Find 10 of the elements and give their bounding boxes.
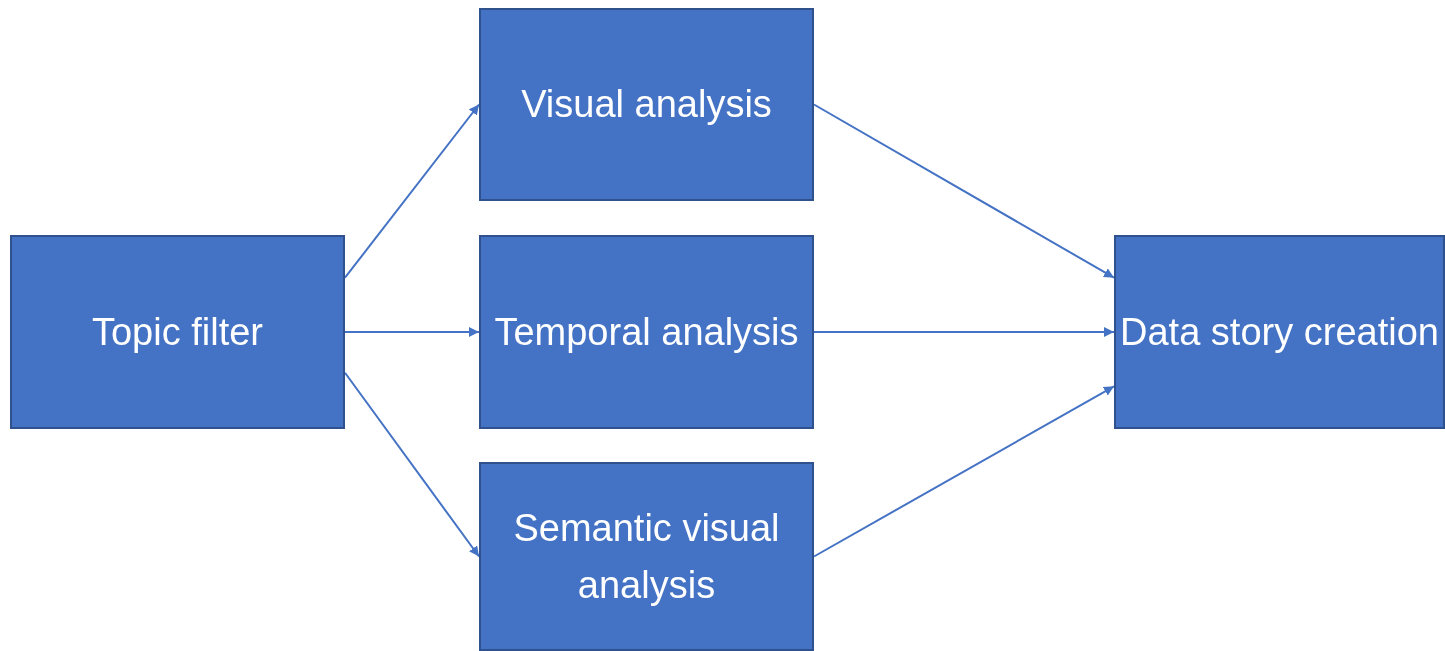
box-label: Semantic visual analysis <box>512 505 781 608</box>
process-box <box>10 235 345 429</box>
process-box <box>1114 235 1445 429</box>
box-label: Topic filter <box>91 309 264 355</box>
process-box <box>479 235 814 429</box>
box-label: Temporal analysis <box>494 309 799 355</box>
box-label: Data story creation <box>1120 309 1439 355</box>
process-box <box>479 8 814 201</box>
box-label: Visual analysis <box>521 82 772 127</box>
process-box <box>479 462 814 651</box>
